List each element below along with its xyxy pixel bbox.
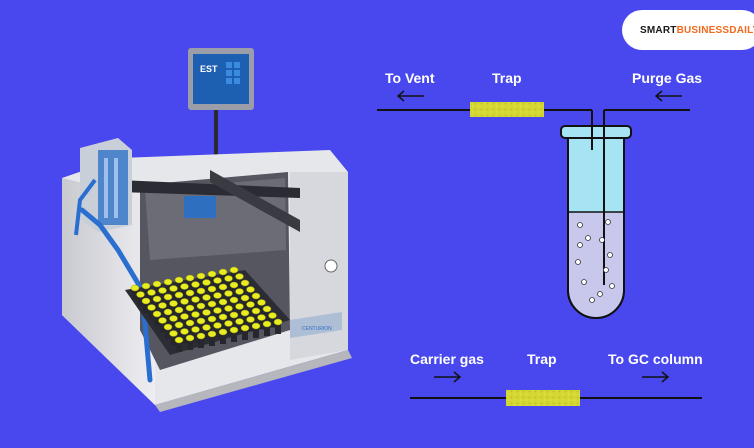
carrier-gas-label: Carrier gas <box>410 351 484 367</box>
trap-bottom <box>506 390 580 406</box>
monitor-logo: EST <box>200 64 218 74</box>
brand-logo: SMARTBUSINESSDAILY <box>622 10 754 50</box>
to-gc-column-label: To GC column <box>608 351 703 367</box>
purge-diagram <box>377 90 690 319</box>
arrow-left-icon <box>396 90 424 102</box>
instrument-badge: CENTURION <box>302 326 332 332</box>
pressure-gauge-icon <box>324 259 338 273</box>
instrument-illustration: EST <box>62 48 352 412</box>
arrow-left-icon <box>654 90 682 102</box>
desorb-diagram <box>410 371 702 406</box>
instrument-monitor: EST <box>188 48 254 110</box>
arrow-right-icon <box>434 371 462 383</box>
trap-top <box>470 102 544 117</box>
sparge-test-tube <box>560 125 632 319</box>
to-vent-label: To Vent <box>385 70 435 86</box>
gas-bubbles <box>575 219 615 303</box>
arrow-right-icon <box>642 371 670 383</box>
purge-gas-label: Purge Gas <box>632 70 703 86</box>
trap-label-top: Trap <box>492 70 522 86</box>
sample-vials <box>130 266 283 352</box>
brand-name: SMARTBUSINESSDAILY <box>640 24 754 36</box>
instrument-tower <box>80 138 132 232</box>
trap-label-bottom: Trap <box>527 351 557 367</box>
